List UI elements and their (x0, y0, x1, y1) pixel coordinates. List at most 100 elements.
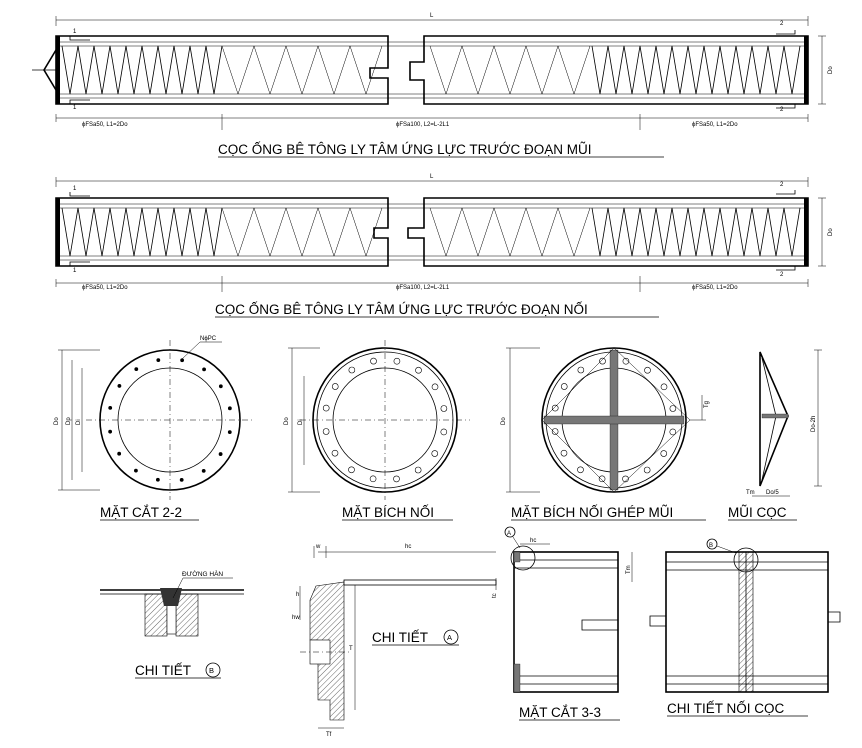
bolt-hole (669, 428, 677, 436)
length-label: L (430, 13, 434, 19)
spiral-end-left-2: ϕFSa50, L1=2Do (82, 285, 128, 291)
bolt-hole (440, 428, 448, 436)
strand-dot (156, 358, 161, 363)
tf-label: Tf (326, 732, 332, 738)
title-flange-tip: MẶT BÍCH NỐI GHÉP MŨI (511, 505, 673, 520)
bolt-hole (669, 405, 677, 412)
detail-b: ĐƯỜNG HÀN CHI TIẾT B (100, 569, 244, 679)
length-label-2: L (430, 174, 434, 180)
di-label-flange: Di (298, 419, 304, 425)
title-pile-tip: CỌC ỐNG BÊ TÔNG LY TÂM ỨNG LỰC TRƯỚC ĐOẠ… (218, 142, 591, 157)
tc-label: tc (492, 593, 498, 598)
bolt-hole (348, 366, 356, 374)
tip-height-label: Do-2h (811, 416, 817, 432)
strand-dot (155, 477, 160, 482)
strand-dot (218, 452, 223, 456)
circle-b-label: B (709, 543, 713, 549)
bolt-hole (370, 357, 377, 365)
section-mark-2-top: 2 (780, 21, 784, 27)
detail-a: w hc h hw T tc Tf CHI TIẾT A (292, 544, 498, 738)
spiral-end-right-1: ϕFSa50, L1=2Do (692, 122, 738, 128)
h-label: h (296, 592, 299, 598)
bolt-hole (322, 404, 330, 412)
do-label-22: Do (54, 417, 60, 425)
bolt-holes (322, 357, 448, 483)
do5-label: Do/5 (766, 490, 779, 496)
title-detail-a: CHI TIẾT (372, 630, 428, 645)
tm-label-33: Tm (626, 565, 632, 574)
flange-tip-face: Tg Do MẶT BÍCH NỐI GHÉP MŨI (501, 347, 710, 521)
bolt-hole (393, 475, 400, 483)
title-flange: MẶT BÍCH NỐI (342, 505, 434, 520)
bolt-hole (598, 475, 606, 483)
section-3-3: A hc Tm MẶT CẮT 3-3 (504, 526, 633, 721)
section-mark-2-bottom: 2 (780, 107, 784, 113)
strand-dot (227, 406, 232, 411)
bolt-hole (414, 466, 422, 474)
pile-tip-elevation: L 1 1 2 2 Do (32, 13, 834, 158)
title-section-22: MẶT CẮT 2-2 (100, 505, 182, 520)
bolt-hole (560, 383, 568, 390)
bolt-hole (415, 366, 422, 374)
do-label-tip: Do (501, 417, 507, 425)
bolt-hole (322, 428, 330, 435)
pile-joint-elevation: L 1 1 2 2 Do ϕFSa50, L1=2Do ϕFSa100, L2=… (55, 174, 834, 318)
bolt-hole (599, 357, 606, 365)
title-detail-b: CHI TIẾT (135, 663, 191, 678)
bolt-hole (622, 357, 630, 365)
section-mark-1-top-2: 1 (73, 186, 77, 192)
di-label-22: Di (76, 419, 82, 425)
bolt-hole (348, 466, 355, 474)
dp-label-22: Dp (66, 417, 72, 425)
strand-dot (227, 430, 232, 435)
w-label: w (315, 544, 321, 550)
strand-dot (108, 429, 113, 434)
detail-b-circle-letter: B (209, 666, 214, 675)
bolt-holes-tip (551, 357, 677, 483)
section-mark-2-bottom-2: 2 (780, 272, 784, 278)
strand-dot (108, 405, 113, 410)
bolt-hole (560, 449, 568, 457)
bolt-hole (660, 383, 668, 391)
section-mark-1-bottom-2: 1 (73, 268, 77, 274)
circle-a-label: A (507, 531, 511, 537)
bolt-hole (660, 450, 668, 457)
strand-dots (108, 358, 232, 482)
bolt-hole (622, 475, 629, 483)
section-mark-2-top-2: 2 (780, 182, 784, 188)
hc-label-a: hc (405, 544, 411, 550)
strand-dot (134, 367, 139, 372)
spiral-middle-2: ϕFSa100, L2=L-2L1 (396, 285, 450, 291)
bolt-hole (644, 366, 651, 374)
weld-label: ĐƯỜNG HÀN (182, 569, 223, 578)
title-tip: MŨI CỌC (728, 505, 787, 520)
bolt-hole (440, 405, 448, 412)
hw-label: hw (292, 615, 300, 621)
strand-dot (179, 477, 184, 482)
title-joint-detail: CHI TIẾT NỐI CỌC (667, 701, 785, 716)
pile-tip-profile: Do-2h Tm Do/5 MŨI CỌC (728, 349, 822, 521)
bolt-hole (551, 404, 559, 412)
section-mark-1-top: 1 (73, 29, 77, 35)
bolt-hole (431, 450, 439, 457)
bolt-hole (393, 357, 401, 365)
strand-dot (134, 468, 138, 473)
outer-dia-label-2: Do (828, 228, 834, 236)
cross-plates (543, 349, 685, 491)
spiral-middle-1: ϕFSa100, L2=L-2L1 (396, 122, 450, 128)
strand-dot (201, 468, 206, 473)
title-section-33: MẶT CẮT 3-3 (519, 705, 601, 720)
t-label: T (349, 646, 353, 652)
bolt-hole (577, 466, 584, 474)
strand-label: NϕPC (200, 336, 217, 342)
tg-label: Tg (704, 401, 710, 408)
bolt-hole (331, 383, 339, 390)
section-mark-1-bottom: 1 (73, 105, 77, 111)
spiral-end-right-2: ϕFSa50, L1=2Do (692, 285, 738, 291)
bolt-hole (369, 475, 377, 483)
bolt-hole (431, 383, 439, 391)
flange-face: Do Di MẶT BÍCH NỐI (284, 340, 470, 521)
spiral-end-left-1: ϕFSa50, L1=2Do (82, 122, 128, 128)
detail-a-circle-letter: A (447, 633, 452, 642)
